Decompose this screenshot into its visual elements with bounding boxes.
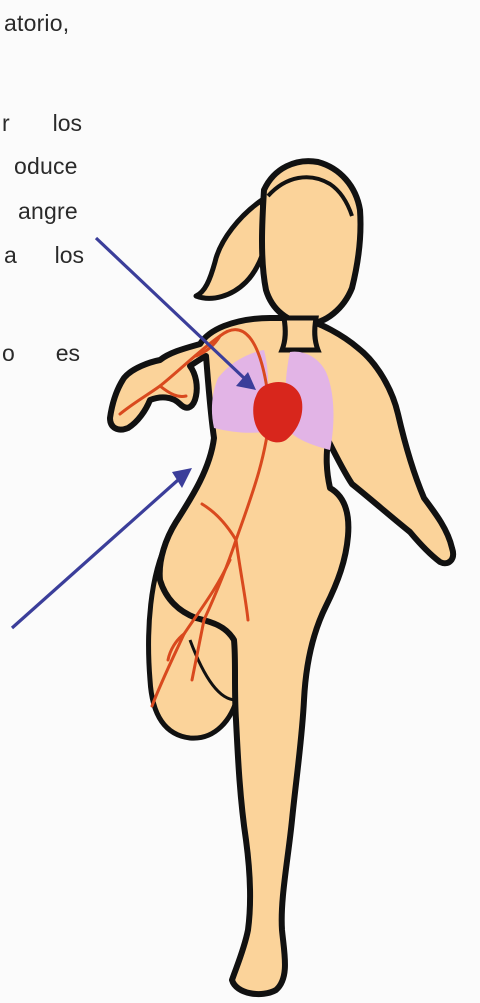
neck [282, 318, 318, 350]
hair-ponytail [196, 200, 266, 298]
arrow-to-vessel-head [172, 468, 192, 488]
